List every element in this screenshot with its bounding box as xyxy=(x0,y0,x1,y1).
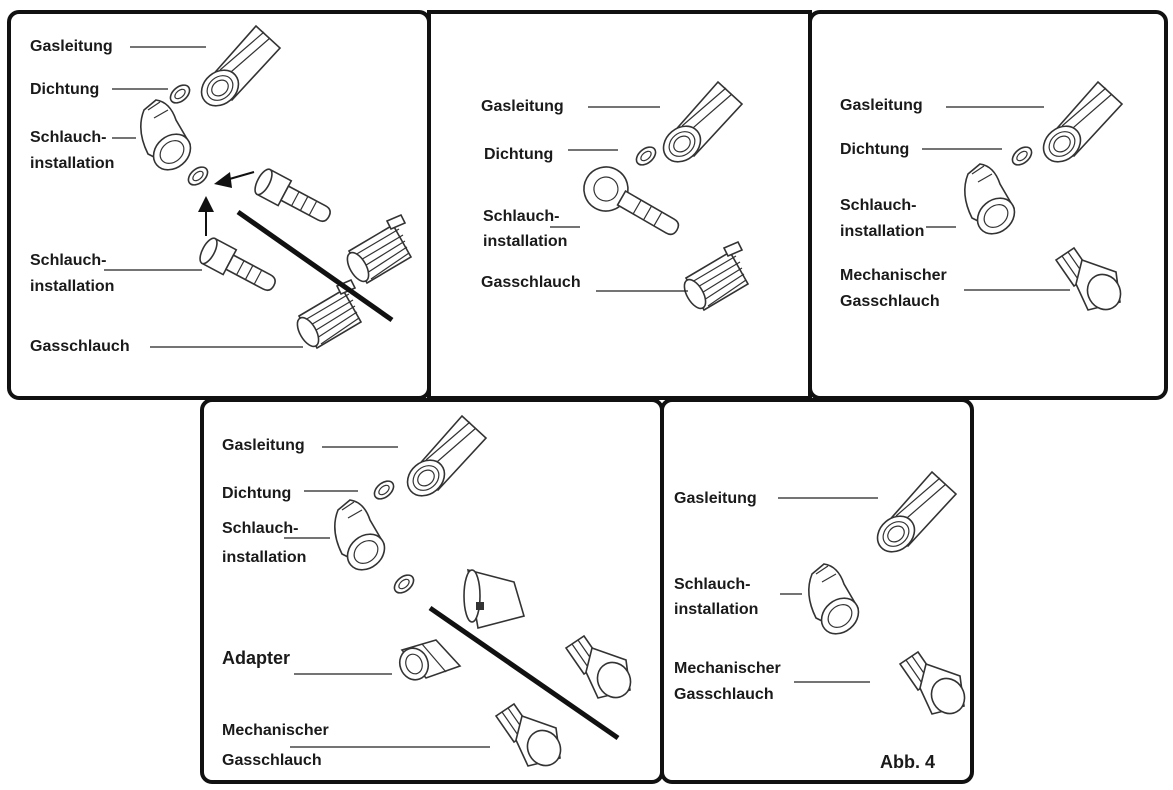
label-mech-hose: Mechanischer xyxy=(222,722,329,739)
label-hose-install: installation xyxy=(222,549,307,566)
label-hose-install: installation xyxy=(30,278,115,295)
panel-3-leaders xyxy=(922,106,1070,291)
label-gas-line: Gasleitung xyxy=(674,490,757,507)
panel-5-frame xyxy=(660,398,974,784)
figure-caption: Abb. 4 xyxy=(880,752,936,772)
panel-5-leaders xyxy=(778,497,878,683)
label-hose-install: installation xyxy=(30,155,115,172)
panel-2-leaders xyxy=(550,106,688,292)
panel-4-leaders xyxy=(284,446,490,748)
label-mech-hose: Gasschlauch xyxy=(222,752,322,769)
label-gas-hose: Gasschlauch xyxy=(481,274,581,291)
label-hose-install: Schlauch- xyxy=(30,129,107,146)
label-hose-install: Schlauch- xyxy=(30,252,107,269)
label-mech-hose: Mechanischer xyxy=(840,267,947,284)
panel-3-parts xyxy=(963,81,1128,317)
label-hose-install: installation xyxy=(674,601,759,618)
panel-1-parts xyxy=(140,25,412,351)
label-seal: Dichtung xyxy=(484,146,554,163)
label-mech-hose: Gasschlauch xyxy=(674,686,774,703)
label-gas-line: Gasleitung xyxy=(481,98,564,115)
label-adapter: Adapter xyxy=(222,648,291,668)
label-hose-install: installation xyxy=(483,233,568,250)
label-hose-install: installation xyxy=(840,223,925,240)
label-hose-install: Schlauch- xyxy=(222,520,299,537)
label-seal: Dichtung xyxy=(840,141,910,158)
label-hose-install: Schlauch- xyxy=(674,576,751,593)
label-seal: Dichtung xyxy=(30,81,100,98)
label-gas-line: Gasleitung xyxy=(30,38,113,55)
panel-3-frame xyxy=(808,10,1168,400)
label-gas-line: Gasleitung xyxy=(222,437,305,454)
label-seal: Dichtung xyxy=(222,485,292,502)
panel-2-parts xyxy=(583,81,749,313)
label-mech-hose: Gasschlauch xyxy=(840,293,940,310)
label-mech-hose: Mechanischer xyxy=(674,660,781,677)
label-gas-line: Gasleitung xyxy=(840,97,923,114)
panel-1-leaders xyxy=(104,46,303,348)
label-hose-install: Schlauch- xyxy=(840,197,917,214)
panel-4-parts xyxy=(333,415,638,773)
label-hose-install: Schlauch- xyxy=(483,208,560,225)
label-gas-hose: Gasschlauch xyxy=(30,338,130,355)
